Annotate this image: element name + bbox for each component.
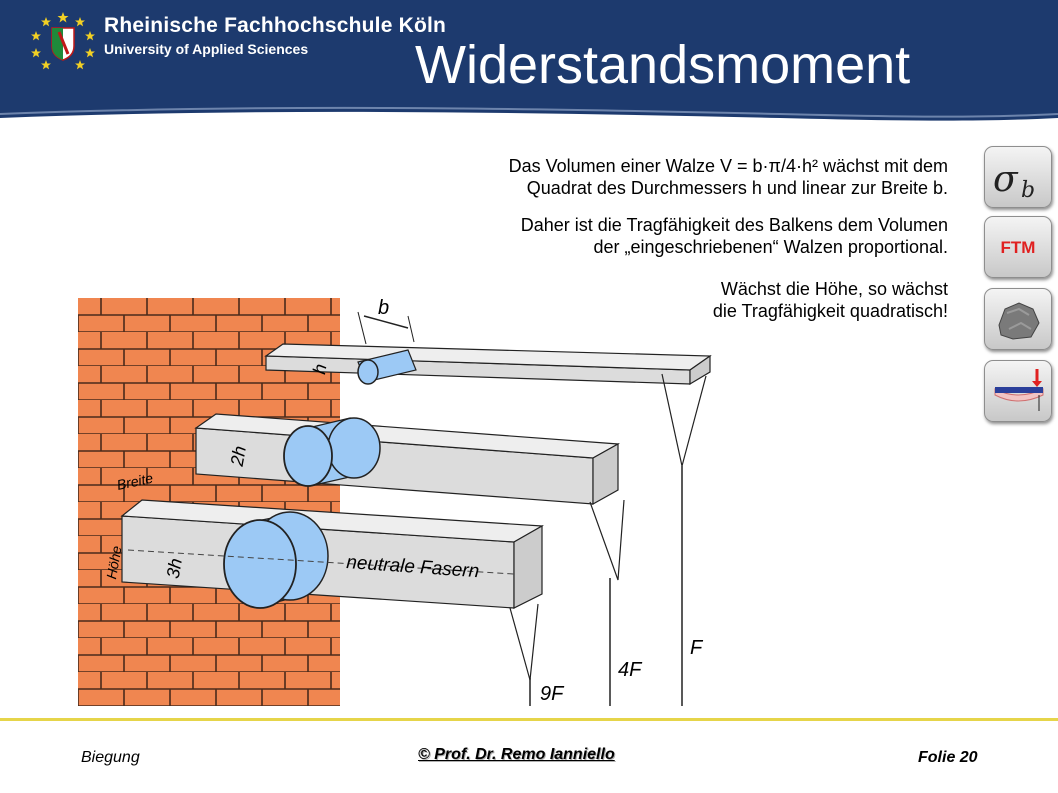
beam-1: b h <box>264 298 712 467</box>
label-h: h <box>309 362 330 375</box>
bending-button[interactable] <box>984 360 1052 422</box>
sigma-b-button[interactable]: σ b <box>984 146 1052 208</box>
paragraph-height-line1: Wächst die Höhe, so wächst <box>720 279 948 299</box>
paragraph-volume: Das Volumen einer Walze V = b·π/4·h² wäc… <box>348 155 948 199</box>
sigma-subscript: b <box>1021 178 1035 203</box>
ftm-label: FTM <box>1001 238 1036 257</box>
rock-icon <box>998 302 1040 340</box>
footer-slide-number: Folie 20 <box>918 749 978 766</box>
dimension-b-arrow <box>363 315 409 329</box>
paragraph-volume-line1: Das Volumen einer Walze V = b·π/4·h² wäc… <box>508 156 948 176</box>
sigma-b-icon: σ b <box>993 159 1035 203</box>
beam-2: 2h <box>194 413 625 581</box>
label-hoehe: Höhe <box>103 544 125 580</box>
institution-name: Rheinische Fachhochschule Köln <box>104 14 447 37</box>
label-3h: 3h <box>163 557 186 580</box>
header-banner: Rheinische Fachhochschule Köln Universit… <box>0 0 1058 125</box>
header-wave <box>0 106 1058 125</box>
neutral-axis <box>127 549 515 575</box>
label-force-9f: 9F <box>540 683 565 705</box>
paragraph-capacity: Daher ist die Tragfähigkeit des Balkens … <box>348 214 948 258</box>
label-2h: 2h <box>227 444 250 468</box>
page-title: Widerstandsmoment <box>415 35 911 95</box>
paragraph-capacity-line2: der „eingeschriebenen“ Walzen proportion… <box>593 237 948 257</box>
material-button[interactable] <box>984 288 1052 350</box>
bending-beam-icon <box>994 369 1044 411</box>
label-breite: Breite <box>115 470 154 493</box>
beam-3: neutrale Fasern 3h Breite Höhe <box>103 470 545 681</box>
beam-illustration: b h 2h neutrale Fasern 3h Breite Höhe F … <box>78 298 712 706</box>
label-b: b <box>378 298 389 319</box>
label-force-f: F <box>690 637 704 659</box>
paragraph-capacity-line1: Daher ist die Tragfähigkeit des Balkens … <box>520 215 948 235</box>
footer-topic: Biegung <box>81 749 140 766</box>
university-logo <box>31 12 95 70</box>
paragraph-height: Wächst die Höhe, so wächst die Tragfähig… <box>348 278 948 322</box>
ftm-button[interactable]: FTM <box>984 216 1052 278</box>
institution-subtitle: University of Applied Sciences <box>104 41 309 57</box>
footer-divider <box>0 718 1058 721</box>
paragraph-volume-line2: Quadrat des Durchmessers h und linear zu… <box>526 178 948 198</box>
sigma-symbol: σ <box>993 159 1019 200</box>
label-force-4f: 4F <box>618 659 643 681</box>
ftm-icon: FTM <box>1001 238 1036 257</box>
paragraph-height-line2: die Tragfähigkeit quadratisch! <box>712 301 948 321</box>
footer-author: © Prof. Dr. Remo Ianniello <box>418 746 615 763</box>
